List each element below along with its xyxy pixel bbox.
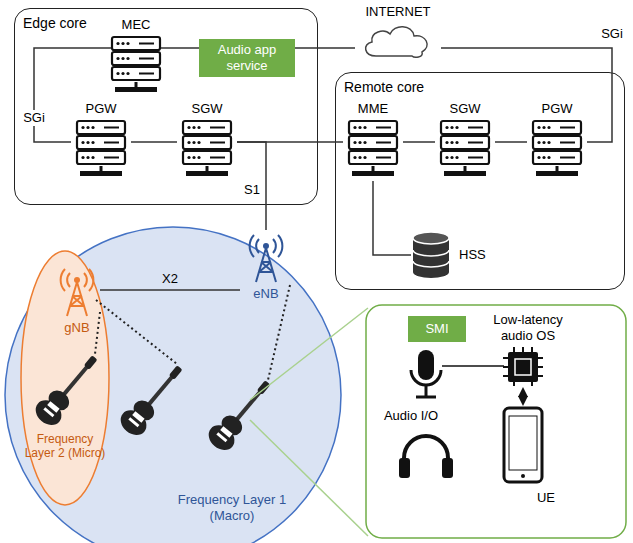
service-box: SMI <box>408 316 466 342</box>
component-label: UE <box>526 490 566 506</box>
element-label: HSS <box>459 247 486 263</box>
radio-link <box>95 285 290 380</box>
box-label: SMI <box>425 321 448 337</box>
antenna-icon <box>244 234 288 284</box>
element-label: INTERNET <box>366 4 431 20</box>
cloud-icon <box>358 22 438 60</box>
ue-box <box>366 305 626 538</box>
area-label: Frequency Layer 1 (Macro) <box>164 492 300 523</box>
core-panel: Remote coreMME SGW PGW HSS <box>335 72 625 290</box>
data-arrow <box>522 389 524 404</box>
interface-label: SGi <box>599 26 625 42</box>
component-label: Audio I/O <box>374 408 448 424</box>
interface-label: X2 <box>160 271 180 287</box>
server-icon <box>346 119 400 179</box>
element-label: eNB <box>253 286 278 302</box>
component-label: Low-latency audio OS <box>478 312 578 343</box>
server-icon <box>180 119 234 179</box>
network-element: MME <box>343 101 403 181</box>
panel-title: Edge core <box>23 15 309 32</box>
element-label: gNB <box>64 320 89 336</box>
guitar <box>116 359 191 441</box>
link-line <box>100 289 240 291</box>
network-element: INTERNET <box>355 4 441 64</box>
element-label: PGW <box>85 101 116 117</box>
headphones-icon <box>399 436 453 478</box>
server-icon <box>109 35 163 95</box>
link-line <box>237 142 266 230</box>
server-icon <box>74 119 128 179</box>
core-panel: Edge coreMEC Audio app servicePGW SGW <box>14 8 318 205</box>
area-label: Frequency Layer 2 (Micro) <box>24 432 106 461</box>
audio-wire <box>442 365 504 367</box>
server-icon <box>438 119 492 179</box>
guitar <box>31 349 106 431</box>
panel-title: Remote core <box>344 79 616 96</box>
link-line <box>441 48 612 142</box>
box-label: Audio app service <box>204 42 290 73</box>
network-element: PGW <box>527 101 587 181</box>
interface-label: S1 <box>242 182 262 198</box>
link-line <box>34 48 355 142</box>
link-line <box>131 141 177 143</box>
chip-icon <box>503 347 543 386</box>
network-element: SGW <box>177 101 237 181</box>
phone-icon <box>504 408 542 482</box>
server-icon <box>530 119 584 179</box>
network-element: gNB <box>54 264 100 336</box>
element-label: MEC <box>122 17 151 33</box>
interface-label: SGi <box>21 110 47 126</box>
link-line <box>373 181 411 255</box>
element-label: MME <box>358 101 388 117</box>
database-icon <box>411 230 451 280</box>
element-label: SGW <box>449 101 480 117</box>
link-line <box>403 141 435 143</box>
antenna-icon <box>55 268 99 318</box>
network-element: PGW <box>71 101 131 181</box>
service-box: Audio app service <box>199 39 295 77</box>
zoom-line <box>250 420 368 536</box>
network-element: HSS <box>411 229 503 281</box>
zoom-line <box>250 308 368 400</box>
coverage-outline <box>20 250 110 506</box>
microphone-icon <box>411 350 441 397</box>
network-element: eNB <box>240 230 292 302</box>
element-label: SGW <box>191 101 222 117</box>
coverage-area: Frequency Layer 2 (Micro) gNB <box>20 250 110 506</box>
element-label: PGW <box>541 101 572 117</box>
link-line <box>495 141 527 143</box>
network-element: MEC <box>103 17 169 97</box>
network-element: SGW <box>435 101 495 181</box>
